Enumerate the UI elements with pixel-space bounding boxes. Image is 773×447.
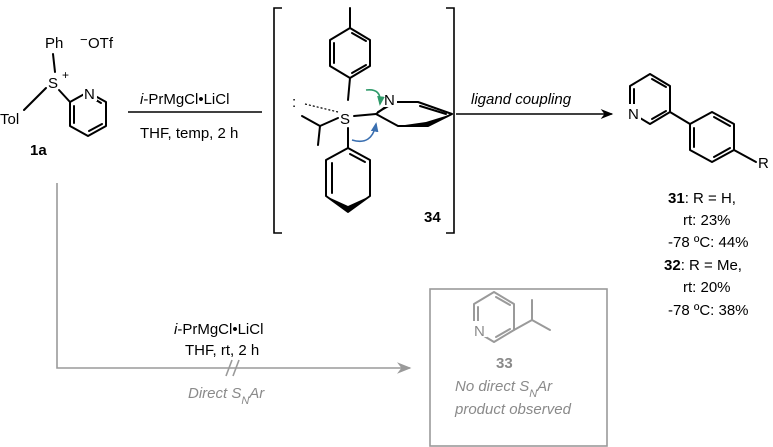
blocked-mark-2 bbox=[232, 359, 240, 377]
step2-arrow-group: ligand coupling bbox=[456, 91, 614, 120]
right-bracket bbox=[446, 7, 455, 234]
lone-pair: : bbox=[292, 94, 296, 111]
yield-32-header: 32: R = Me, bbox=[664, 257, 742, 274]
direct-snar-label: Direct SNAr bbox=[188, 385, 265, 407]
compound-id-33: 33 bbox=[496, 355, 513, 372]
yield-32-rt: rt: 20% bbox=[683, 279, 731, 296]
s-pyridyl-bond bbox=[58, 89, 71, 103]
blue-curved-arrow bbox=[351, 122, 379, 143]
yield-31-cold: -78 ºC: 44% bbox=[668, 234, 749, 251]
unobserved-box-frame bbox=[429, 288, 608, 447]
yield-list: 31: R = H, rt: 23% -78 ºC: 44% 32: R = M… bbox=[664, 190, 749, 319]
pyridine-n: N bbox=[384, 92, 395, 109]
pyridine-n-33: N bbox=[474, 323, 485, 340]
yield-32-cold: -78 ºC: 38% bbox=[668, 302, 749, 319]
product-pyridine-n: N bbox=[628, 106, 639, 123]
sulfur-label: S bbox=[48, 75, 58, 92]
minus-charge: − bbox=[80, 32, 88, 47]
triflate-label: OTf bbox=[88, 35, 114, 52]
lower-conditions: THF, rt, 2 h bbox=[185, 342, 259, 359]
r-substituent: R bbox=[758, 155, 769, 172]
ligand-coupling-label: ligand coupling bbox=[471, 91, 572, 108]
step1-arrow-group: i-PrMgCl•LiCl THF, temp, 2 h bbox=[128, 91, 262, 142]
direct-snar-arrow bbox=[56, 183, 412, 374]
product-aryl-ring bbox=[689, 111, 735, 163]
s-tol-bond bbox=[23, 87, 47, 111]
no-snar-note: No direct SNAr bbox=[455, 378, 553, 400]
step1-conditions: THF, temp, 2 h bbox=[140, 125, 238, 142]
sulfonium-salt-1a: Ph S + Tol − OTf N 1a bbox=[0, 32, 114, 159]
left-bracket bbox=[273, 7, 282, 234]
aryl-pyridine-product: N R bbox=[627, 73, 769, 172]
plus-charge: + bbox=[62, 68, 69, 82]
yield-31-rt: rt: 23% bbox=[683, 212, 731, 229]
s-ph-bond bbox=[52, 53, 56, 73]
direct-snar-pathway: i-PrMgCl•LiCl THF, rt, 2 h Direct SNAr bbox=[56, 183, 412, 407]
product-observed-note: product observed bbox=[454, 401, 572, 418]
tolyl-ring bbox=[329, 27, 371, 79]
sulfurane-intermediate-34: : S N 34 bbox=[292, 7, 453, 226]
tolyl-label: Tol bbox=[0, 111, 19, 128]
lower-reagent: i-PrMgCl•LiCl bbox=[174, 321, 263, 338]
phenyl-label: Ph bbox=[45, 35, 63, 52]
step1-reagent: i-PrMgCl•LiCl bbox=[140, 91, 229, 108]
blocked-mark-1 bbox=[225, 359, 233, 377]
unobserved-product-box: N 33 No direct SNAr product observed bbox=[429, 288, 608, 447]
yield-31-header: 31: R = H, bbox=[668, 190, 736, 207]
green-curved-arrow bbox=[365, 88, 385, 106]
pyridine-n: N bbox=[84, 86, 95, 103]
n-label-bg bbox=[83, 85, 97, 101]
sulfur-label: S bbox=[340, 111, 350, 128]
compound-id-1a: 1a bbox=[30, 142, 47, 159]
compound-id-34: 34 bbox=[424, 209, 441, 226]
